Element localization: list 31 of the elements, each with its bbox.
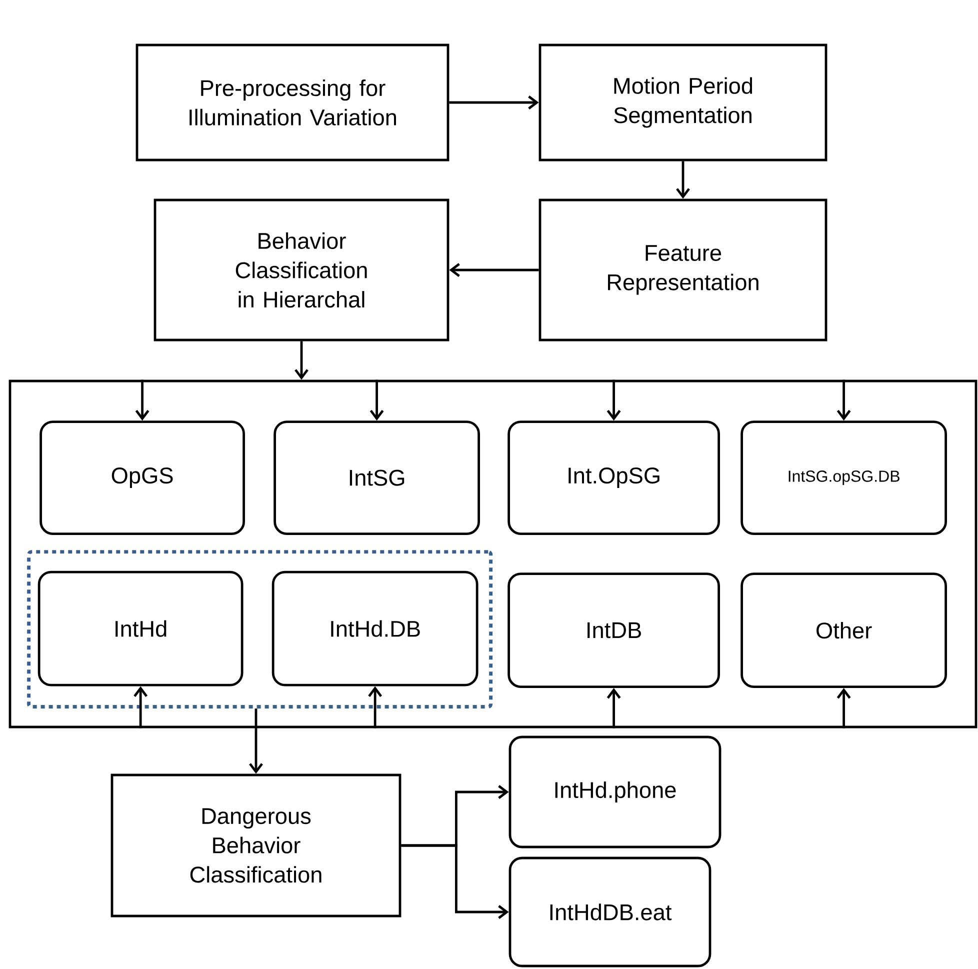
process-box: Motion Period Segmentation [538,44,828,162]
arrow [135,380,150,421]
arrow [368,686,382,728]
category-box: IntHd [38,570,244,686]
arrow [449,263,539,277]
category-box: IntHd.DB [272,570,478,686]
arrow [370,380,384,421]
container-frame [8,380,978,728]
process-box: Pre-processing for Illumination Variation [136,44,450,162]
process-box: Dangerous Behavior Classification [110,774,402,918]
category-box: IntSG [274,420,480,535]
category-box: OpGS [40,420,245,535]
arrow [294,341,308,380]
arrow [836,380,851,421]
arrow [606,688,621,728]
arrow [836,688,851,728]
category-box: IntHd.phone [508,736,722,848]
category-box: IntHdDB.eat [508,856,712,968]
arrow [606,380,621,421]
category-box: Int.OpSG [508,420,720,535]
category-box: IntDB [508,572,720,688]
arrow [249,708,263,774]
process-box: Feature Representation [538,198,828,342]
category-box: Other [740,572,947,688]
arrow [401,844,509,919]
arrow [449,96,539,110]
process-box: Behavior Classification in Hierarchal [154,198,450,342]
arrow [134,686,148,728]
arrow [676,161,690,199]
group-outline [27,550,493,709]
category-box: IntSG.opSG.DB [740,420,947,535]
